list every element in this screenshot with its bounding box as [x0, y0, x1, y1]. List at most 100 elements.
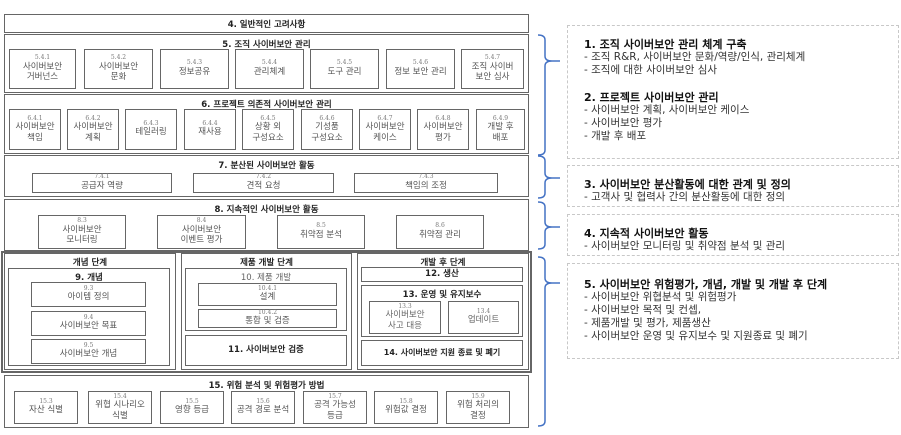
- clause-label: 사이버보안 평가: [423, 122, 463, 143]
- summary-heading: 3. 사이버보안 분산활동에 대한 관계 및 정의: [584, 178, 791, 191]
- summary-box-4: 5. 사이버보안 위험평가, 개념, 개발 및 개발 후 단계 - 사이버보안 …: [567, 263, 899, 359]
- summary-item: - 사이버보안 모니터링 및 취약점 분석 및 관리: [584, 240, 786, 252]
- clause-label: 기성품 구성요소: [311, 122, 343, 143]
- clause-number: 13.4: [476, 307, 491, 315]
- clause-label: 취약점 관리: [419, 229, 461, 240]
- clause-number: 5.4.3: [186, 59, 203, 67]
- section-4-general-considerations: 4. 일반적인 고려사항: [4, 14, 529, 33]
- summary-heading: 4. 지속적 사이버보안 활동: [584, 227, 709, 240]
- summary-box-1: 1. 조직 사이버보안 관리 체계 구축 - 조직 R&R, 사이버보안 문화/…: [567, 25, 899, 159]
- clause-number: 8.4: [196, 217, 207, 225]
- section-6-title: 6. 프로젝트 의존적 사이버보안 관리: [201, 100, 332, 110]
- summary-item: - 사이버보안 계획, 사이버보안 케이스: [584, 104, 750, 116]
- section-8-title: 8. 지속적인 사이버보안 활동: [214, 205, 319, 215]
- summary-box-2: 3. 사이버보안 분산활동에 대한 관계 및 정의 - 고객사 및 협력사 간의…: [567, 165, 899, 207]
- clause-number: 6.4.1: [27, 114, 43, 122]
- clause-label: 사이버보안 목표: [59, 321, 118, 332]
- clause-number: 5.4.2: [110, 54, 127, 62]
- clause-label: 아이템 정의: [67, 292, 110, 303]
- clause-label: 사이버보안 케이스: [365, 122, 405, 143]
- section-14-end-of-support: 14. 사이버보안 지원 종료 및 폐기: [361, 340, 523, 366]
- summary-heading: 1. 조직 사이버보안 관리 체계 구축: [584, 38, 747, 51]
- section-11-cybersecurity-validation: 11. 사이버보안 검증: [185, 335, 347, 366]
- brace-icon-group-2: [537, 155, 560, 199]
- section-10-title: 10. 제품 개발: [240, 273, 292, 283]
- clause-number: 8.5: [316, 222, 326, 230]
- summary-item: - 사이버보안 목적 및 컨셉,: [584, 304, 702, 316]
- summary-item: - 사이버보안 위협분석 및 위험평가: [584, 291, 737, 303]
- clause-number: 6.4.7: [377, 114, 393, 122]
- clause-label: 자산 식별: [29, 405, 63, 416]
- clause-number: 13.3: [398, 302, 412, 310]
- clause-label: 관리체계: [253, 66, 286, 77]
- section-12-title: 12. 생산: [425, 269, 459, 280]
- clause-label: 정보공유: [178, 66, 211, 77]
- section-12-production: 12. 생산: [361, 267, 523, 282]
- concept-phase-title: 개념 단계: [72, 258, 108, 268]
- section-5-title: 5. 조직 사이버보안 관리: [222, 40, 311, 50]
- post-development-phase-title: 개발 후 단계: [420, 258, 466, 268]
- clause-label: 위험값 결정: [385, 405, 427, 416]
- clause-number: 7.4.3: [418, 173, 434, 181]
- brace-icon-group-3: [537, 201, 560, 250]
- clause-number: 15.7: [328, 392, 342, 400]
- clause-label: 위협 시나리오 식별: [95, 400, 145, 421]
- clause-label: 사이버보안 거버넌스: [22, 61, 63, 83]
- clause-label: 영향 등급: [175, 405, 209, 416]
- clause-number: 10.4.2: [257, 308, 278, 316]
- clause-number: 6.4.9: [492, 114, 509, 122]
- clause-label: 공격 경로 분석: [236, 405, 290, 416]
- summary-item: - 개발 후 배포: [584, 130, 647, 142]
- summary-item: - 사이버보안 평가: [584, 117, 663, 129]
- clause-number: 6.4.5: [260, 114, 276, 122]
- clause-label: 사이버보안 이벤트 평가: [180, 224, 223, 246]
- summary-item: - 조직에 대한 사이버보안 심사: [584, 64, 718, 76]
- clause-number: 8.3: [77, 217, 87, 225]
- section-7-title: 7. 분산된 사이버보안 활동: [218, 161, 315, 171]
- summary-item: - 사이버보안 운영 및 유지보수 및 지원종료 및 폐기: [584, 330, 808, 342]
- clause-label: 사이버보안 계획: [73, 122, 113, 143]
- clause-label: 견적 요청: [246, 180, 281, 191]
- brace-icon-group-4: [537, 256, 560, 427]
- clause-label: 상황 외 구성요소: [252, 122, 284, 143]
- clause-number: 9.5: [83, 341, 94, 349]
- clause-label: 사이버보안 개념: [59, 349, 118, 360]
- section-9-title: 9. 개념: [75, 273, 103, 283]
- clause-label: 사이버보안 모니터링: [62, 224, 102, 246]
- clause-label: 재사용: [198, 127, 222, 138]
- clause-label: 정보 보안 관리: [394, 66, 447, 77]
- clause-number: 15.8: [399, 397, 413, 405]
- clause-number: 6.4.2: [85, 114, 101, 122]
